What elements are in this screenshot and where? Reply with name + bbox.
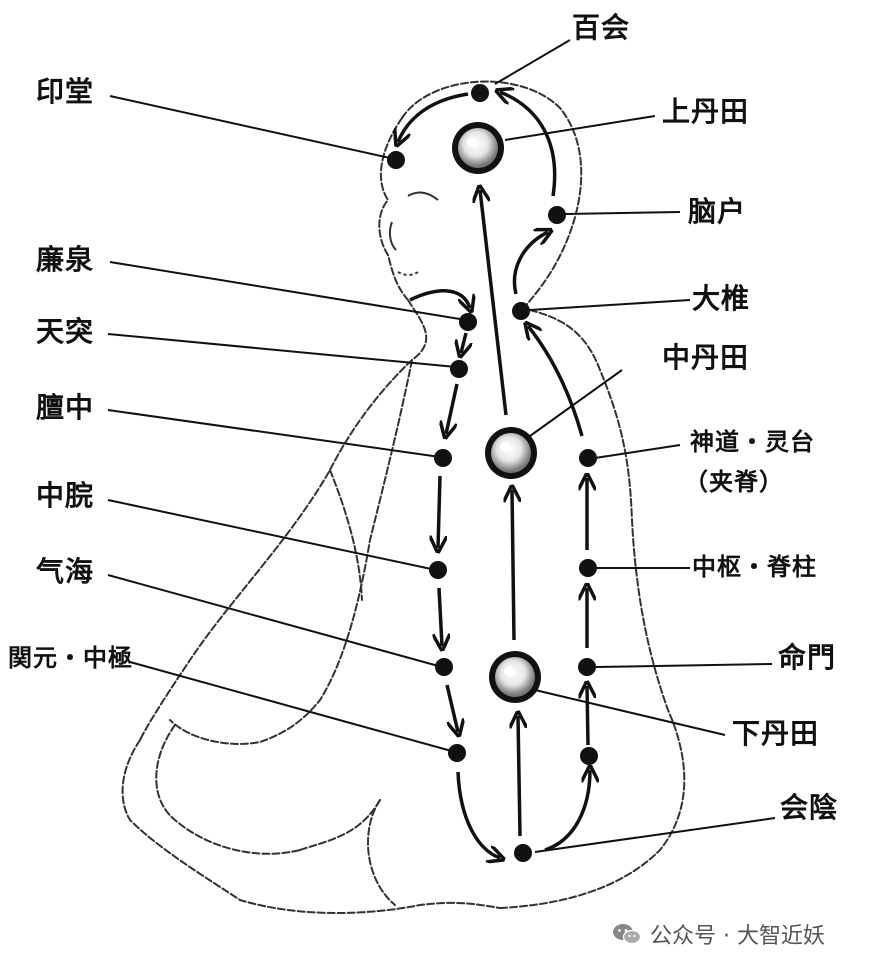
point-danzhong: [434, 449, 452, 467]
label-tiantu: 天突: [36, 315, 95, 348]
front-outline: [139, 299, 428, 741]
arrow-tiantu-down: [461, 332, 466, 353]
back-outline: [499, 309, 686, 909]
forearm-outline: [329, 469, 363, 601]
watermark-text: 公众号 · 大智近妖: [650, 924, 825, 949]
eye-brow: [407, 191, 439, 201]
hip-outline: [299, 799, 381, 851]
label-baihui: 百会: [572, 11, 631, 44]
point-shendao: [579, 449, 597, 467]
point-lianquan: [459, 313, 477, 331]
point-tiantu: [450, 360, 468, 378]
arrow-guanyuan-huiyin: [456, 771, 500, 858]
label-qihai: 气海: [36, 555, 95, 588]
body-outline: [121, 80, 686, 914]
label-xia-dantian: 下丹田: [732, 717, 820, 750]
face-outline: [378, 117, 409, 301]
arm-outline: [169, 359, 413, 745]
orb-shang-dantian: [452, 122, 504, 174]
foot-outline: [367, 799, 396, 906]
label-danzhong: 膻中: [36, 391, 95, 424]
point-zhongwan: [429, 561, 447, 579]
face-details: [388, 191, 439, 276]
arrow-baihui-yintang: [398, 92, 469, 142]
arrow-qihai-guanyuan: [445, 684, 458, 732]
label-shang-dantian: 上丹田: [662, 95, 750, 128]
label-dazhui: 大椎: [692, 282, 751, 315]
arrow-xiadantian-zhongdantian: [512, 490, 514, 641]
point-qihai: [435, 658, 453, 676]
arrow-danzhong-zhongwan: [438, 475, 440, 548]
label-mingmen: 命門: [778, 641, 837, 674]
watermark: 公众号 · 大智近妖: [612, 918, 825, 950]
label-shendao-lingtai: 神道・灵台: [690, 428, 815, 456]
point-dazhui: [512, 302, 530, 320]
arrow-dazhui-naohu: [512, 232, 548, 295]
acupoints: [387, 84, 598, 862]
point-baihui: [471, 84, 489, 102]
label-zhongwan: 中脘: [36, 479, 95, 512]
arrow-lianquan: [409, 289, 470, 308]
label-yintang: 印堂: [36, 75, 95, 108]
label-guanyuan-zhongji: 関元・中極: [8, 644, 133, 672]
label-naohu: 脑户: [688, 195, 747, 228]
arrow-huiyin-xiadantian: [518, 716, 520, 837]
label-zhong-dantian: 中丹田: [662, 341, 750, 374]
arrow-back-mingmen: [587, 686, 588, 746]
lap-outline: [121, 739, 501, 914]
label-zhongshu-jizhu: 中枢・脊柱: [692, 553, 817, 581]
ear-shape: [388, 221, 397, 251]
point-naohu: [548, 206, 566, 224]
orb-zhong-dantian: [485, 427, 537, 479]
arrow-zhongwan-qihai: [439, 587, 442, 646]
point-zhongshu: [579, 559, 597, 577]
label-lianquan: 廉泉: [36, 243, 95, 276]
leader-lines: [107, 39, 776, 853]
wechat-icon: [613, 924, 642, 945]
mouth-shape: [397, 271, 419, 276]
dantian-orbs: [452, 122, 541, 703]
point-mingmen: [578, 658, 596, 676]
label-jiaji: （夹脊）: [684, 468, 784, 496]
orb-xia-dantian: [489, 651, 541, 703]
point-huiyin: [514, 844, 532, 862]
arrow-shendao-dazhui: [528, 326, 584, 437]
point-yintang: [387, 151, 405, 169]
knee-outline: [155, 724, 301, 855]
arrow-tiantu-danzhong: [446, 383, 459, 434]
point-back-lower: [580, 747, 598, 765]
flow-arrows: [398, 92, 590, 858]
point-guanyuan: [448, 744, 466, 762]
head-outline: [401, 80, 583, 311]
label-huiyin: 会陰: [780, 791, 839, 824]
arrow-naohu-baihui: [500, 92, 557, 197]
arrow-huiyin-back: [544, 770, 590, 852]
arrow-zhongdantian-shangdantian: [480, 190, 508, 416]
